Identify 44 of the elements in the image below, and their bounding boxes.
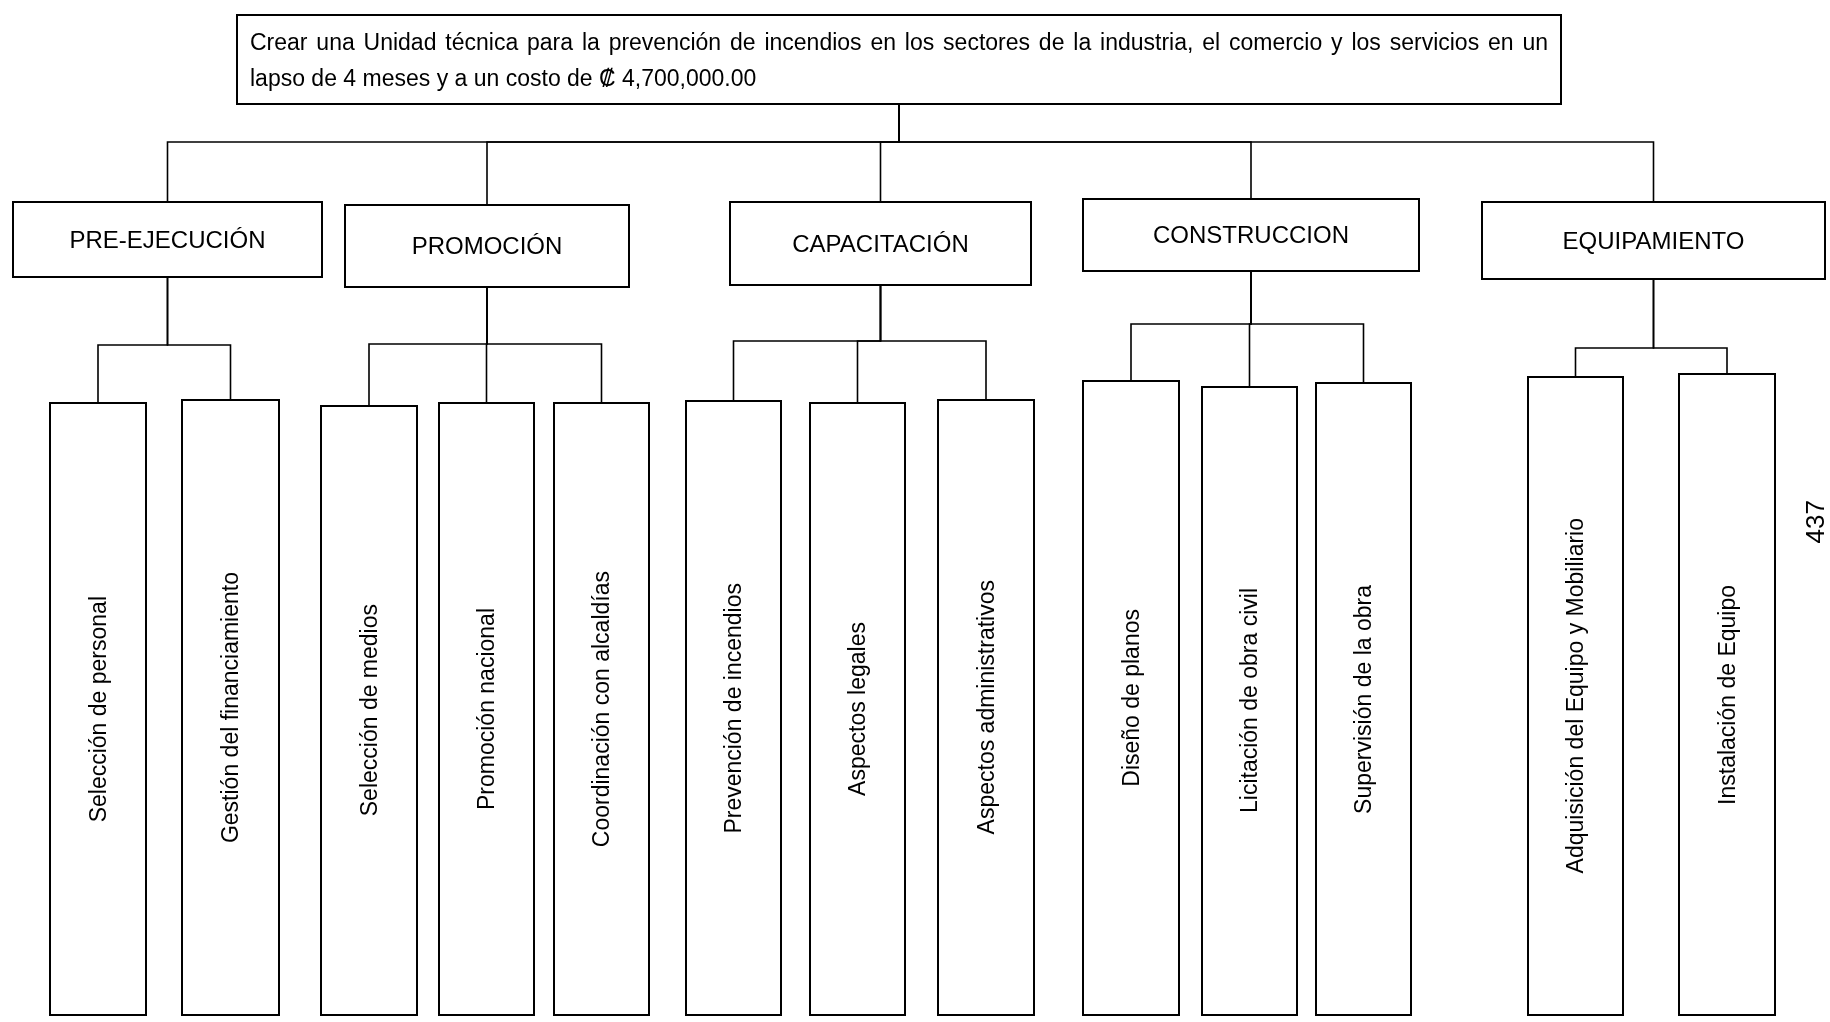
task-label: Prevención de incendios [719, 582, 748, 834]
task-box [809, 402, 906, 1016]
task-box [1315, 382, 1412, 1016]
connector-line [1652, 279, 1728, 374]
task-label: Coordinación con alcaldías [587, 570, 616, 848]
connector-line [166, 277, 232, 400]
category-box [344, 204, 630, 288]
task-label: Supervisión de la obra [1349, 584, 1378, 814]
task-box [1201, 386, 1298, 1016]
task-label: Selección de personal [83, 595, 112, 823]
task-label: Aspectos legales [843, 622, 872, 796]
task-box [49, 402, 147, 1016]
task-box [181, 399, 280, 1016]
goal-text: Crear una Unidad técnica para la prevención de incendios en los sectores de la industria, el comercio y los servicios en un lapso de 4 meses y a un costo de ₡ 4,700,000.00 [250, 27, 1548, 93]
category-box [1481, 201, 1826, 280]
category-label: CAPACITACIÓN [792, 228, 969, 259]
connector-line [1250, 271, 1365, 383]
task-label: Aspectos administrativos [971, 580, 1000, 835]
task-box [320, 405, 418, 1016]
category-label: PROMOCIÓN [411, 231, 563, 261]
category-box [729, 201, 1032, 286]
goal-box [236, 14, 1562, 105]
task-box [438, 402, 535, 1016]
task-box [1527, 376, 1624, 1016]
task-label: Licitación de obra civil [1235, 588, 1264, 814]
task-label: Instalación de Equipo [1712, 584, 1741, 805]
task-label: Diseño de planos [1116, 609, 1145, 787]
task-box [1082, 380, 1180, 1016]
task-box [937, 399, 1035, 1016]
task-label: Promoción nacional [472, 608, 501, 810]
task-box [685, 400, 782, 1016]
category-label: PRE-EJECUCIÓN [69, 224, 266, 255]
task-label: Gestión del financiamiento [216, 571, 245, 844]
connector-line [486, 287, 603, 403]
category-box [1082, 198, 1420, 272]
task-label: Adquisición del Equipo y Mobiliario [1561, 518, 1590, 874]
task-box [1678, 373, 1776, 1016]
connector-line [879, 285, 987, 400]
task-box [553, 402, 650, 1016]
category-box [12, 201, 323, 278]
category-label: CONSTRUCCION [1153, 220, 1349, 250]
task-label: Selección de medios [354, 604, 383, 817]
page-number: 437 [1799, 500, 1830, 544]
category-label: EQUIPAMIENTO [1562, 225, 1745, 256]
